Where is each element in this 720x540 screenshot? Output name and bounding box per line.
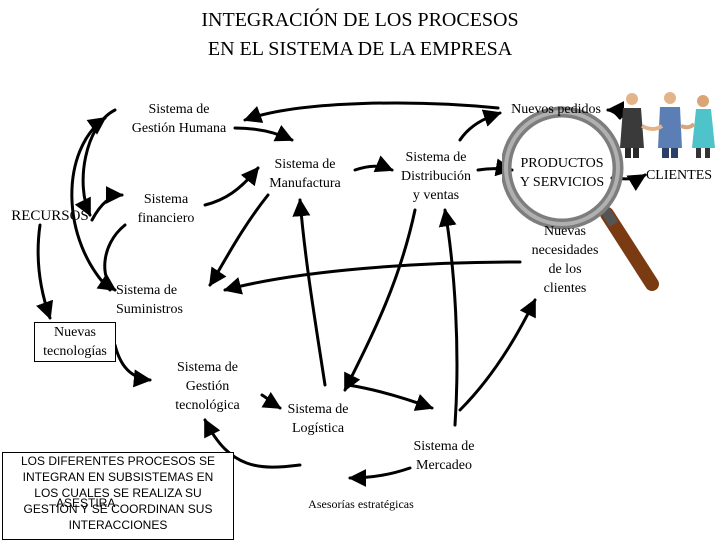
node-gestion-tec-line2: Gestión [185, 379, 230, 394]
arrow-humana-to-recursos [74, 108, 117, 217]
node-logistica: Sistema de Logística [278, 400, 358, 438]
node-gestion-humana-line2: Gestión Humana [131, 121, 227, 136]
arrow-humana-to-manufactura [233, 124, 294, 142]
arrow-manufactura-to-suministros [208, 193, 270, 287]
node-nuevas-tec-line1: Nuevas [54, 325, 96, 340]
arrow-financiero-to-manufactura [203, 166, 260, 207]
arrow-recursos-to-nuevas-tec [36, 223, 54, 320]
node-gestion-humana-line1: Sistema de [148, 102, 210, 117]
magnifying-glass-icon [502, 106, 659, 291]
arrow-pedidos-to-humana [243, 101, 500, 123]
node-mercadeo-line2: Mercadeo [416, 458, 472, 473]
node-logistica-line2: Logística [291, 421, 345, 436]
node-gestion-tec-line3: tecnológica [175, 398, 240, 413]
arrow-mercadeo-to-necesidades [458, 298, 537, 412]
node-manufactura-line1: Sistema de [274, 157, 336, 172]
diagram-title-line2: EN EL SISTEMA DE LA EMPRESA [207, 38, 513, 60]
note-line1: LOS DIFERENTES PROCESOS SE [20, 454, 216, 468]
node-financiero-line2: financiero [137, 211, 195, 226]
node-distribucion-line2: Distribución [401, 169, 471, 184]
node-financiero-line1: Sistema [143, 192, 189, 207]
node-suministros-line1: Sistema de [116, 283, 178, 298]
node-financiero: Sistema financiero [122, 190, 210, 228]
node-logistica-line1: Sistema de [287, 402, 349, 417]
arrow-suministros-to-humana [70, 116, 112, 292]
node-necesidades-line3: de los [548, 262, 582, 277]
node-productos-line2: Y SERVICIOS [519, 175, 605, 190]
arrow-asesorias-to-note [203, 418, 302, 469]
node-necesidades-line1: Nuevas [544, 224, 586, 239]
node-mercadeo: Sistema de Mercadeo [402, 437, 486, 475]
arrow-recursos-to-financiero [90, 186, 124, 222]
node-productos-line1: PRODUCTOS [520, 156, 604, 171]
arrow-gestion-tec-to-logistica [260, 391, 282, 410]
note-line3: LOS CUALES SE REALIZA SU [34, 486, 202, 500]
node-nuevos-pedidos: Nuevos pedidos [511, 102, 601, 117]
node-distribucion-line1: Sistema de [405, 150, 467, 165]
node-recursos: RECURSOS [11, 208, 89, 224]
node-necesidades-line4: clientes [543, 281, 587, 296]
node-manufactura-line2: Manufactura [269, 176, 341, 191]
node-mercadeo-line1: Sistema de [413, 439, 475, 454]
node-nuevas-tec-line2: tecnologías [43, 344, 107, 359]
node-nuevas-necesidades: Nuevas necesidades de los clientes [520, 222, 610, 298]
node-suministros-line2: Suministros [116, 302, 183, 317]
arrow-mercadeo-to-distribucion [438, 208, 459, 427]
note-overlay-text: ASESTIRA [56, 496, 116, 510]
diagram-title-line1: INTEGRACIÓN DE LOS PROCESOS [201, 9, 519, 31]
node-clientes: CLIENTES [645, 168, 713, 183]
node-gestion-tec-line1: Sistema de [176, 360, 239, 375]
note-box: LOS DIFERENTES PROCESOS SE INTEGRAN EN S… [2, 452, 234, 540]
arrow-manufactura-to-distribucion [353, 155, 394, 173]
arrow-clientes-to-pedidos [606, 101, 625, 120]
note-line5: INTERACCIONES [68, 518, 168, 532]
node-productos: PRODUCTOS Y SERVICIOS [510, 154, 614, 192]
node-nuevas-tecnologias: Nuevas tecnologías [34, 322, 116, 362]
node-distribucion-line3: y ventas [412, 188, 460, 203]
node-necesidades-line2: necesidades [531, 243, 599, 258]
arrow-mercadeo-to-asesorias [348, 466, 412, 487]
node-suministros: Sistema de Suministros [116, 281, 208, 319]
arrow-logistica-to-mercadeo [346, 383, 434, 411]
note-line4: GESTIÓN Y SE COORDINAN SUS [23, 502, 213, 516]
arrow-necesidades-to-suministros [223, 260, 522, 295]
arrow-nuevas-tec-to-gestion-tec [113, 343, 152, 388]
arrow-logistica-to-manufactura [292, 198, 327, 387]
node-manufactura: Sistema de Manufactura [255, 155, 355, 193]
note-line2: INTEGRAN EN SUBSISTEMAS EN [22, 470, 214, 484]
node-gestion-tecnologica: Sistema de Gestión tecnológica [160, 358, 255, 415]
node-gestion-humana: Sistema de Gestión Humana [120, 100, 238, 138]
node-distribucion: Sistema de Distribución y ventas [388, 148, 484, 205]
arrow-financiero-to-suministros [96, 223, 127, 292]
node-asesorias: Asesorías estratégicas [308, 497, 414, 511]
arrow-distribucion-to-logistica [343, 208, 417, 392]
business-people-handshake-icon [620, 92, 715, 158]
arrow-distribucion-to-pedidos [458, 109, 502, 142]
